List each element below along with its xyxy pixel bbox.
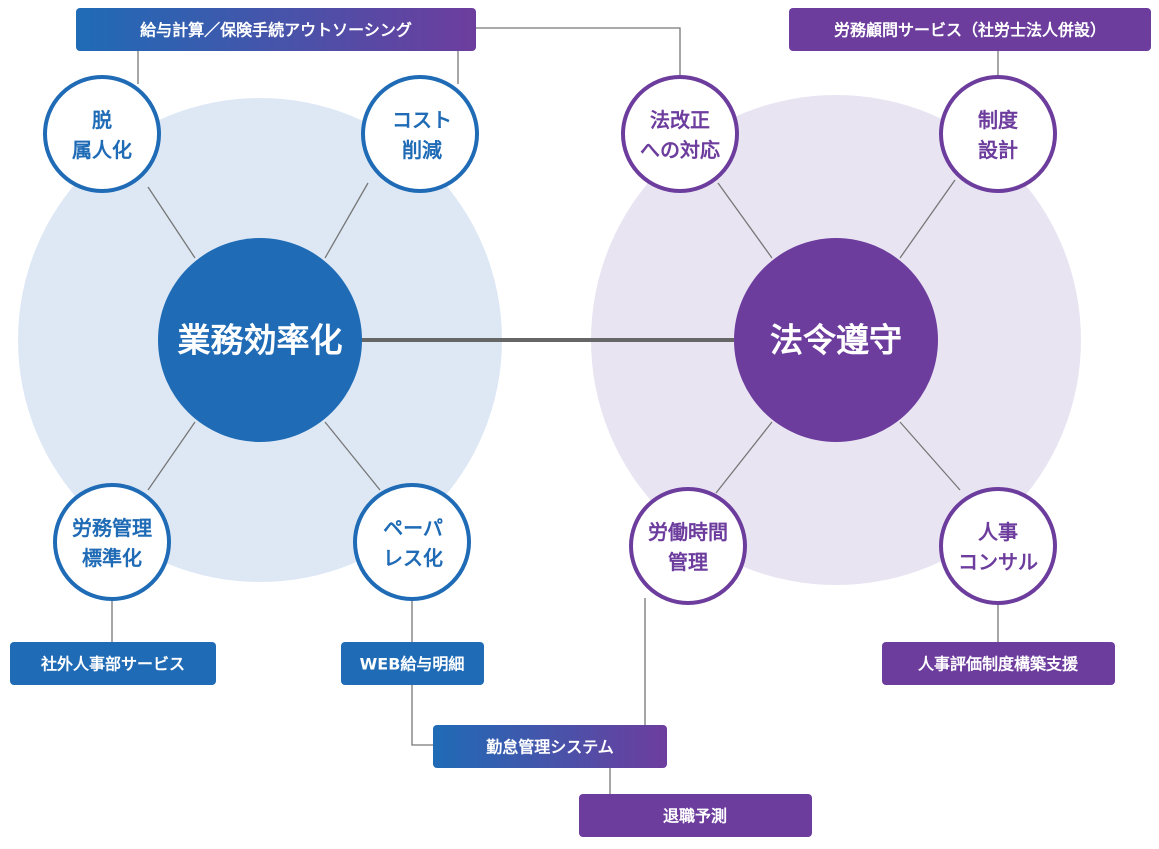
svg-text:人事評価制度構築支援: 人事評価制度構築支援 [918, 655, 1079, 674]
svg-text:退職予測: 退職予測 [663, 807, 727, 826]
svg-text:制度: 制度 [978, 108, 1019, 132]
svg-text:法改正: 法改正 [650, 108, 710, 132]
connectors [111, 27, 999, 794]
node-cost-sakugen: コスト 削減 [361, 75, 479, 193]
service-shagai-jinjibu: 社外人事部サービス [10, 642, 216, 685]
node-houkaisei: 法改正 への対応 [621, 75, 739, 193]
svg-text:人事: 人事 [978, 520, 1018, 544]
svg-text:脱: 脱 [92, 108, 112, 132]
svg-text:勤怠管理システム: 勤怠管理システム [486, 738, 614, 757]
svg-text:WEB給与明細: WEB給与明細 [360, 655, 465, 674]
compliance-hub-label: 法令遵守 [770, 321, 902, 360]
node-roudou-jikan: 労働時間 管理 [629, 487, 747, 605]
node-jinji-consul: 人事 コンサル [939, 487, 1057, 605]
node-roumu-kanri: 労務管理 標準化 [53, 483, 171, 601]
service-kyuyo-keisan: 給与計算／保険手続アウトソーシング [76, 8, 476, 51]
svg-text:ペーパ: ペーパ [383, 516, 443, 540]
svg-text:管理: 管理 [668, 550, 708, 574]
svg-text:レス化: レス化 [383, 546, 443, 570]
svg-text:給与計算／保険手続アウトソーシング: 給与計算／保険手続アウトソーシング [140, 21, 412, 40]
svg-text:労務管理: 労務管理 [72, 516, 152, 540]
service-jinji-hyouka: 人事評価制度構築支援 [882, 642, 1115, 685]
efficiency-hub: 業務効率化 [158, 238, 362, 442]
efficiency-hub-label: 業務効率化 [178, 321, 343, 360]
service-roumu-komon: 労務顧問サービス（社労士法人併設） [789, 8, 1151, 51]
svg-text:標準化: 標準化 [82, 546, 142, 570]
svg-text:コンサル: コンサル [958, 550, 1038, 574]
svg-text:労働時間: 労働時間 [648, 520, 728, 544]
node-seido-sekkei: 制度 設計 [939, 75, 1057, 193]
svg-text:社外人事部サービス: 社外人事部サービス [40, 655, 185, 674]
service-taishoku-yosoku: 退職予測 [579, 794, 812, 837]
node-datsu-zokujin: 脱 属人化 [43, 75, 161, 193]
svg-text:労務顧問サービス（社労士法人併設）: 労務顧問サービス（社労士法人併設） [834, 21, 1106, 40]
svg-text:属人化: 属人化 [72, 138, 132, 162]
svg-text:への対応: への対応 [640, 138, 720, 162]
svg-text:削減: 削減 [402, 138, 442, 162]
node-paperless: ペーパ レス化 [353, 483, 471, 601]
svg-text:設計: 設計 [978, 138, 1018, 162]
svg-text:コスト: コスト [392, 108, 452, 132]
compliance-hub: 法令遵守 [734, 238, 938, 442]
service-web-meisai: WEB給与明細 [341, 642, 484, 685]
service-kintai-system: 勤怠管理システム [433, 725, 667, 768]
